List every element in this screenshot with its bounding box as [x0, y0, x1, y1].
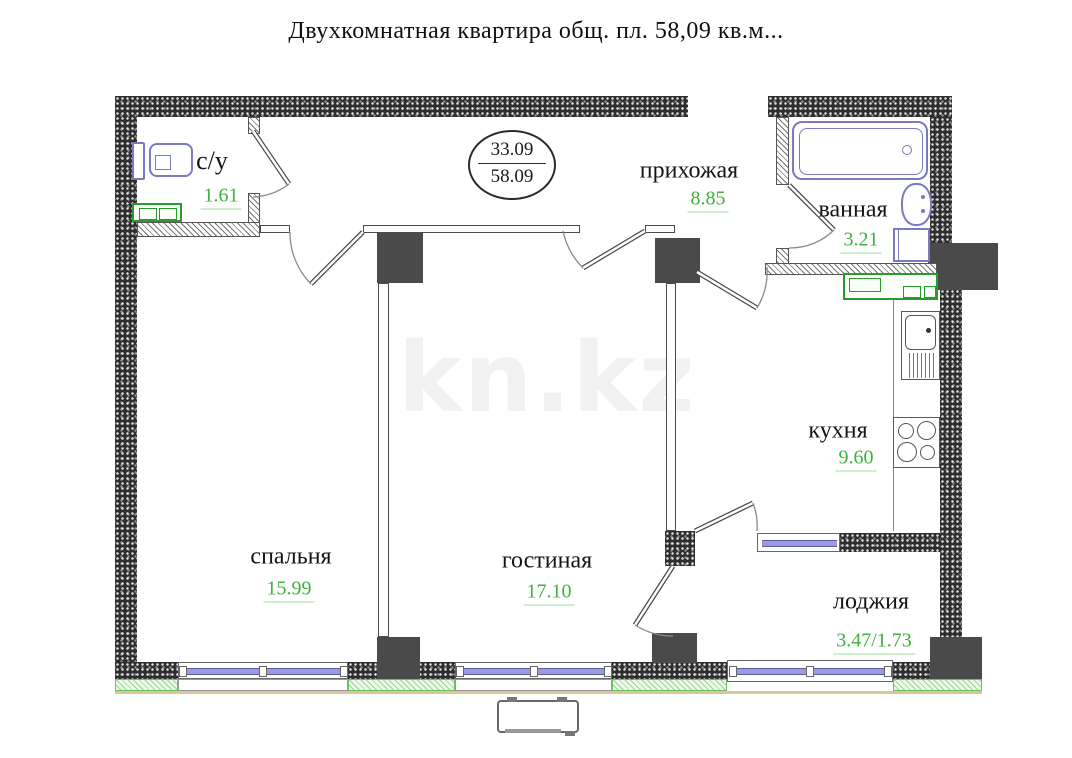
- column-1: [377, 232, 423, 283]
- wall-bottom-seg4: [893, 662, 930, 679]
- room-label-kuhnya: кухня: [808, 417, 868, 444]
- room-area-kuhnya: 9.60: [835, 447, 877, 472]
- toilet-bowl-icon: [149, 143, 193, 177]
- sill-bedroom: [178, 679, 348, 691]
- room-area-gostinaya: 17.10: [523, 581, 575, 606]
- plinth-tan-line: [115, 691, 982, 694]
- wall-loggia-door-block: [665, 531, 695, 566]
- plinth-green-1: [115, 679, 178, 691]
- room-area-lodzhiya: 3.47/1.73: [833, 630, 915, 655]
- partition-bedroom-living: [378, 283, 389, 637]
- wall-bottom-seg3: [612, 662, 727, 679]
- column-right-bottom: [930, 637, 982, 682]
- stove-icon: [893, 417, 940, 468]
- wall-bath-left-top: [776, 117, 789, 185]
- wc-cabinet-icon: [132, 203, 182, 222]
- plinth-green-2: [348, 679, 455, 691]
- room-area-vannaya: 3.21: [840, 229, 882, 254]
- living-area-value: 33.09: [490, 139, 534, 160]
- kitchen-counter-icon: [843, 273, 938, 300]
- kitchen-unit-edge-bottom: [893, 468, 894, 531]
- window-kitchen-loggia: [757, 533, 840, 552]
- wall-su-right-top: [248, 117, 260, 134]
- column-bottom-mid: [377, 637, 420, 682]
- column-2: [655, 238, 700, 283]
- room-label-vannaya: ванная: [818, 196, 888, 223]
- room-area-spalnya: 15.99: [263, 578, 315, 603]
- wall-left: [115, 96, 137, 662]
- wall-su-right-bottom: [248, 193, 260, 223]
- wall-su-bottom: [137, 222, 260, 237]
- bathtub-icon: [792, 121, 928, 180]
- bath-sink-icon: [901, 183, 932, 226]
- wall-kitchen-loggia: [840, 533, 940, 552]
- wall-top-main: [130, 96, 688, 117]
- room-label-su: с/у: [196, 146, 228, 175]
- stamp-divider: [478, 162, 546, 164]
- window-loggia: [727, 660, 893, 682]
- wall-top-bathroom: [768, 96, 952, 117]
- plinth-green-4: [893, 679, 982, 691]
- wall-bottom-seg1: [115, 662, 178, 679]
- watermark: kn.kz: [398, 322, 697, 434]
- kitchen-sink-icon: [901, 311, 940, 380]
- partition-living-kitchen: [666, 283, 676, 531]
- washing-machine-icon: [893, 228, 930, 262]
- partition-h-seg3: [645, 225, 675, 233]
- column-loggia-left: [652, 633, 697, 663]
- total-area-value: 58.09: [490, 165, 534, 187]
- plinth-green-3: [612, 679, 727, 691]
- partition-h-seg1: [260, 225, 290, 233]
- room-area-su: 1.61: [200, 185, 242, 210]
- toilet-tank-icon: [132, 142, 145, 180]
- column-right-top: [928, 243, 998, 290]
- kitchen-unit-edge-top: [893, 300, 894, 417]
- plan-title: Двухкомнатная квартира общ. пл. 58,09 кв…: [288, 18, 784, 44]
- ac-unit-icon: [497, 697, 579, 736]
- wall-right-lower: [940, 289, 962, 637]
- room-area-prihozhaya: 8.85: [687, 188, 729, 213]
- sill-living: [455, 679, 612, 691]
- area-stamp: 33.09 58.09: [468, 130, 556, 200]
- partition-h-seg2: [363, 225, 580, 233]
- room-label-lodzhiya: лоджия: [833, 588, 909, 615]
- window-living: [455, 662, 612, 679]
- wall-right-upper: [930, 117, 952, 243]
- room-label-spalnya: спальня: [250, 543, 332, 570]
- room-label-gostinaya: гостиная: [501, 547, 593, 574]
- window-bedroom: [178, 662, 348, 679]
- room-label-prihozhaya: прихожая: [639, 157, 739, 184]
